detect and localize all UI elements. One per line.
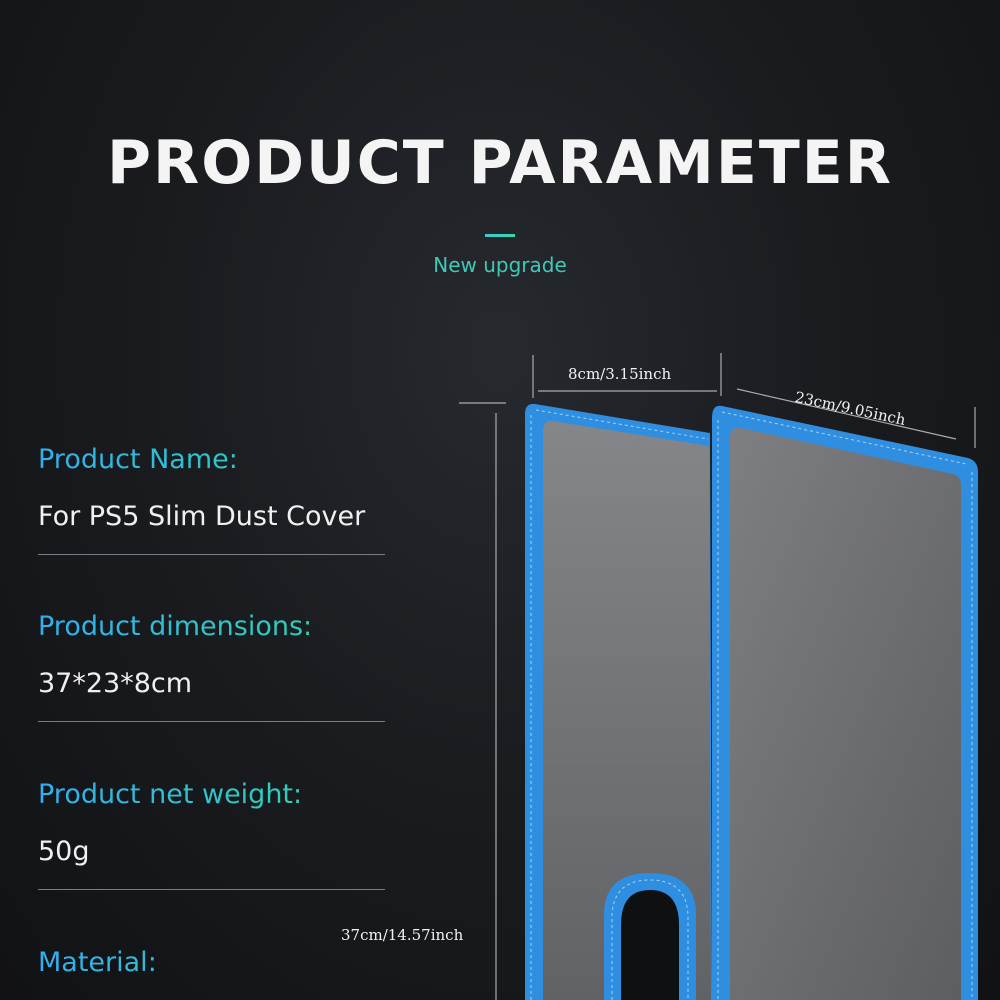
spec-product-name: Product Name: For PS5 Slim Dust Cover xyxy=(38,443,385,555)
dimension-height-label: 37cm/14.57inch xyxy=(341,926,464,944)
spec-value: 37*23*8cm xyxy=(38,668,193,699)
spec-product-net-weight: Product net weight: 50g xyxy=(38,778,385,890)
spec-material: Material: xyxy=(38,946,385,980)
spec-value: For PS5 Slim Dust Cover xyxy=(38,501,366,532)
spec-label: Product dimensions: xyxy=(38,610,385,644)
dimension-width-label: 8cm/3.15inch xyxy=(568,365,672,383)
page-subtitle: New upgrade xyxy=(433,253,567,277)
spec-label: Material: xyxy=(38,946,385,980)
spec-product-dimensions: Product dimensions: 37*23*8cm xyxy=(38,610,385,722)
divider xyxy=(38,889,385,890)
title-accent-line xyxy=(485,234,515,237)
spec-label: Product Name: xyxy=(38,443,385,477)
page-title: PRODUCT PARAMETER xyxy=(107,128,893,198)
spec-label: Product net weight: xyxy=(38,778,385,812)
divider xyxy=(38,721,385,722)
divider xyxy=(38,554,385,555)
dust-cover-right-panel xyxy=(712,405,978,1000)
dimension-lines xyxy=(459,353,976,1000)
spec-value: 50g xyxy=(38,836,90,867)
dust-cover-left-panel xyxy=(525,403,712,1000)
vent-cutout xyxy=(604,873,696,1000)
